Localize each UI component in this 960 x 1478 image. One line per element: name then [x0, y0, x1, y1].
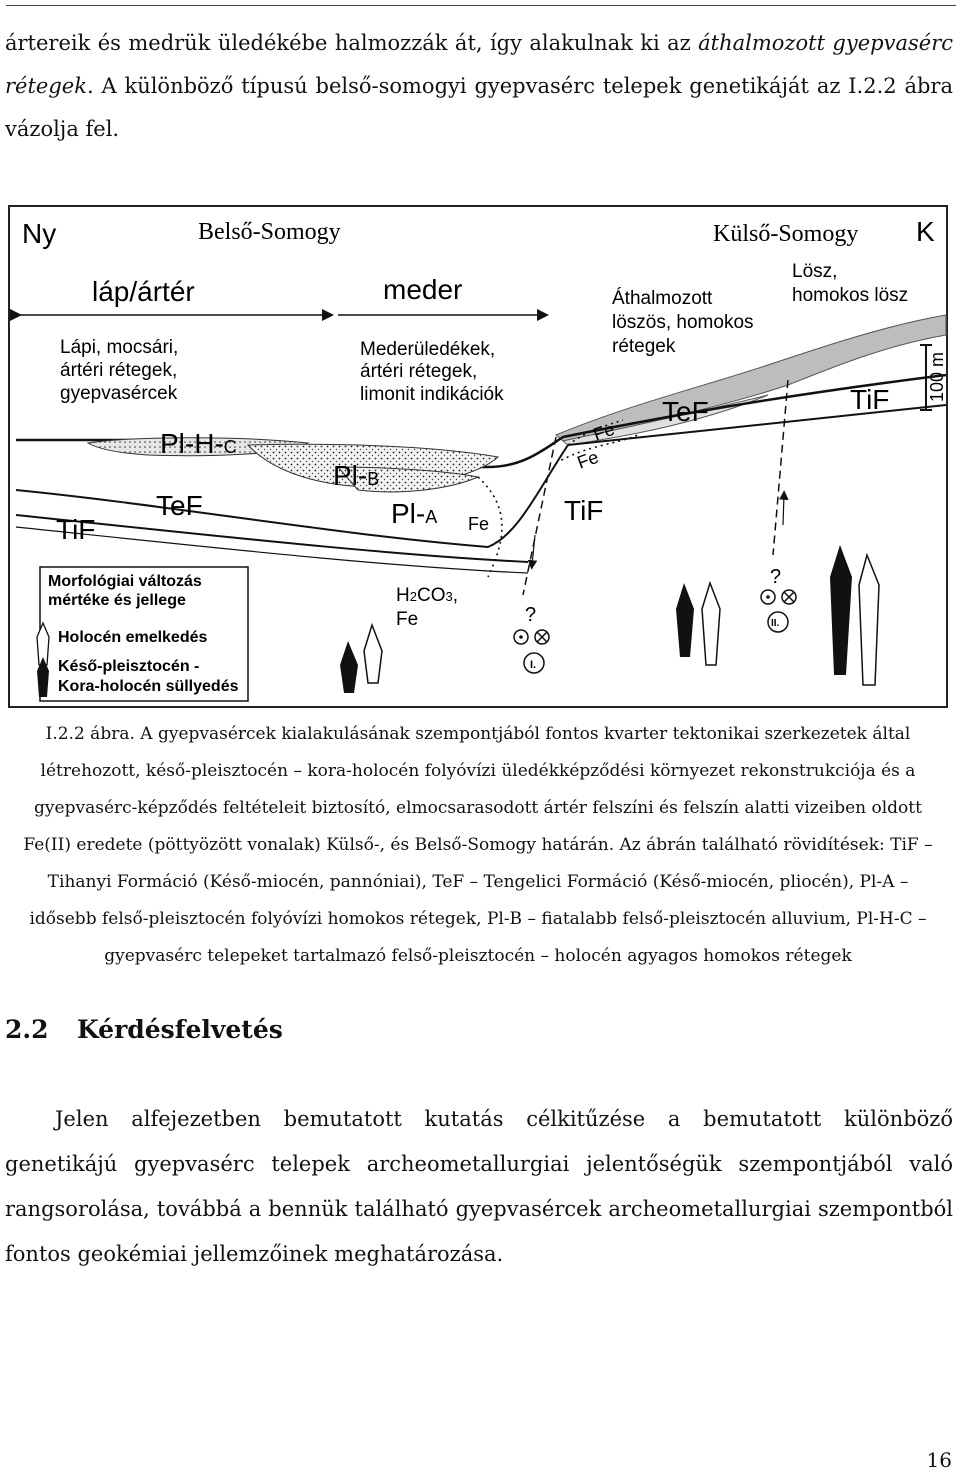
- tif-top-line: [15, 514, 529, 563]
- meder-line-2: ártéri rétegek,: [360, 361, 477, 382]
- intro-italic-term: áthalmozott gyepvasérc rétegek: [5, 31, 953, 98]
- subsidence-glyph-3: [830, 545, 852, 675]
- uplift-glyph-2: [701, 580, 721, 666]
- section-number: 2.2: [5, 1015, 49, 1044]
- caption-line-4: Fe(II) eredete (pöttyözött vonalak) Küls…: [23, 835, 933, 855]
- label-fe-4: Fe: [396, 609, 418, 630]
- dot-symbol-2: [760, 589, 776, 605]
- losz-line-2: homokos lösz: [792, 285, 908, 306]
- label-tef-right: TeF: [662, 396, 709, 427]
- label-pl-a: Pl-A: [391, 498, 437, 529]
- label-pl-b: Pl-B: [333, 460, 379, 491]
- label-tif-mid: TiF: [564, 495, 603, 526]
- intro-text-1: ártereik és medrük üledékébe halmozzák á…: [5, 31, 699, 55]
- legend-subsidence-label-2: Kora-holocén süllyedés: [58, 678, 239, 695]
- label-belso-somogy: Belső-Somogy: [198, 219, 341, 245]
- label-roman-2: II.: [771, 618, 780, 629]
- uplift-glyph-3: [858, 552, 880, 686]
- caption-line-1: I.2.2 ábra. A gyepvasércek kialakulásána…: [45, 724, 911, 744]
- lapi-line-2: ártéri rétegek,: [60, 360, 177, 381]
- label-roman-1: I.: [530, 659, 536, 671]
- label-tef-left: TeF: [156, 490, 203, 521]
- legend-title-2: mértéke és jellege: [48, 592, 186, 609]
- lapi-line-3: gyepvasércek: [60, 383, 178, 404]
- label-kulso-somogy: Külső-Somogy: [713, 221, 858, 247]
- geology-cross-section-figure: 100 m Ny K Belső-Somogy Külső-Somog: [8, 205, 948, 708]
- header-rule: [6, 5, 956, 6]
- label-lap-arter: láp/ártér: [92, 276, 195, 307]
- caption-line-2: létrehozott, késő-pleisztocén – kora-hol…: [40, 761, 916, 781]
- label-tif-left: TiF: [56, 514, 95, 545]
- fault-2: [772, 379, 789, 556]
- legend-subsidence-icon: [37, 657, 49, 697]
- iron-path-2: [567, 419, 624, 446]
- label-ny: Ny: [22, 218, 56, 249]
- subsidence-glyph-1: [340, 641, 358, 693]
- caption-line-3: gyepvasérc-képződés feltételeit biztosít…: [34, 798, 922, 818]
- loess-layer: [555, 314, 947, 442]
- iron-path-1: [477, 476, 503, 578]
- meder-line-1: Mederüledékek,: [360, 339, 495, 360]
- tif-inner-line: [15, 526, 529, 574]
- label-meder: meder: [383, 274, 462, 305]
- tef-base-line: [15, 444, 569, 549]
- legend-title-1: Morfológiai változás: [48, 573, 202, 590]
- athalm-line-1: Áthalmozott: [612, 288, 713, 309]
- page-number: 16: [926, 1448, 952, 1472]
- section-title: Kérdésfelvetés: [77, 1015, 283, 1044]
- iron-path-3: [555, 434, 639, 464]
- athalm-line-2: löszös, homokos: [612, 312, 754, 333]
- label-tif-right: TiF: [850, 384, 889, 415]
- meder-line-3: limonit indikációk: [360, 384, 504, 405]
- intro-paragraph: ártereik és medrük üledékébe halmozzák á…: [5, 22, 953, 151]
- label-question-2: ?: [770, 566, 781, 588]
- intro-text-2: . A különböző típusú belső-somogyi gyepv…: [5, 74, 953, 141]
- dot-symbol-1: [513, 629, 529, 645]
- label-k: K: [916, 216, 935, 247]
- cross-symbol-2: [781, 589, 797, 605]
- legend-box: [39, 566, 249, 702]
- legend-uplift-label: Holocén emelkedés: [58, 629, 208, 646]
- caption-line-6: idősebb felső-pleisztocén folyóvízi homo…: [29, 909, 927, 929]
- figure-caption: I.2.2 ábra. A gyepvasércek kialakulásána…: [12, 716, 944, 975]
- uplift-glyph-1: [363, 622, 383, 684]
- caption-line-7: gyepvasérc telepeket tartalmazó felső-pl…: [104, 946, 852, 966]
- label-h2co3: H2CO3,: [396, 585, 458, 606]
- label-fe-3: Fe: [468, 514, 489, 534]
- roman-circle-1: [523, 652, 545, 674]
- athalm-line-3: rétegek: [612, 336, 676, 357]
- body-paragraph: Jelen alfejezetben bemutatott kutatás cé…: [5, 1107, 953, 1266]
- subsidence-glyph-2: [676, 583, 694, 657]
- label-question-1: ?: [525, 604, 536, 626]
- lapi-line-1: Lápi, mocsári,: [60, 337, 178, 358]
- label-pl-h-c: Pl-H-C: [160, 428, 237, 459]
- legend-subsidence-label-1: Késő-pleisztocén -: [58, 658, 199, 675]
- losz-line-1: Lösz,: [792, 261, 837, 282]
- roman-circle-2: [767, 611, 789, 633]
- section-heading: 2.2 Kérdésfelvetés: [5, 1015, 283, 1044]
- pl-a-lens: [336, 466, 480, 493]
- cross-symbol-1: [534, 629, 550, 645]
- caption-line-5: Tihanyi Formáció (Késő-miocén, pannóniai…: [47, 872, 909, 892]
